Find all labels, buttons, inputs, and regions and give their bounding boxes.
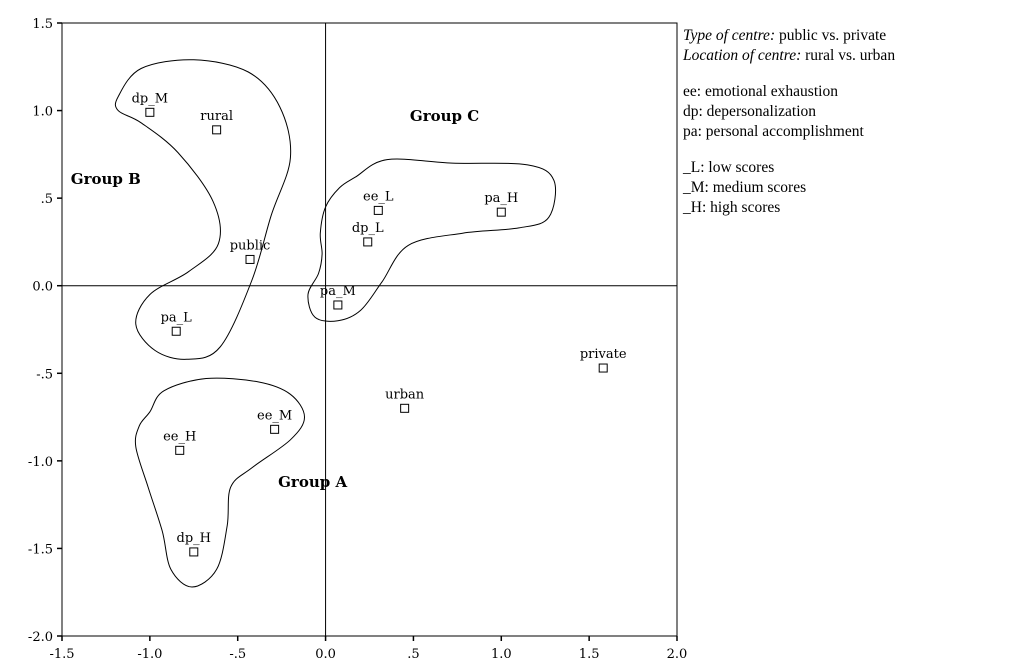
data-point-label: dp_M xyxy=(132,91,168,106)
group-outline xyxy=(307,158,556,322)
x-tick-label: 1.0 xyxy=(491,647,512,662)
group-label: Group A xyxy=(278,473,347,491)
y-tick-label: 0.0 xyxy=(32,280,53,295)
legend-line-high: _H: high scores xyxy=(683,199,781,216)
x-tick-label: -1.5 xyxy=(49,647,74,662)
data-point-label: public xyxy=(230,238,271,253)
data-point xyxy=(400,403,410,413)
data-point xyxy=(175,445,185,455)
group-label: Group C xyxy=(410,107,479,125)
x-tick-label: 2.0 xyxy=(667,647,688,662)
data-point-label: ee_L xyxy=(363,189,394,204)
legend-line-location-of-centre: Location of centre: rural vs. urban xyxy=(683,46,895,66)
y-tick-label: 1.5 xyxy=(32,17,53,32)
group-outline xyxy=(114,59,292,360)
legend-line-ee: ee: emotional exhaustion xyxy=(683,83,838,100)
legend-line-medium: _M: medium scores xyxy=(683,179,807,196)
legend-spacer xyxy=(683,66,895,82)
data-point xyxy=(496,207,506,217)
plot-frame xyxy=(61,22,678,637)
data-point-label: dp_H xyxy=(177,531,211,546)
data-point xyxy=(189,547,199,557)
data-point xyxy=(171,326,181,336)
scatter-plot: -1.5 -1.0 -.5 0.0 .5 1.0 1.5 2.0 1.5 1.0 .5 0.0 -.5 -… xyxy=(28,17,687,662)
data-point-label: pa_M xyxy=(320,284,356,299)
data-point xyxy=(373,205,383,215)
data-point xyxy=(598,363,608,373)
y-tick-label: -1.0 xyxy=(28,455,53,470)
y-tick-label: -2.0 xyxy=(28,630,53,645)
data-point xyxy=(245,254,255,264)
data-point xyxy=(333,300,343,310)
legend-spacer xyxy=(683,142,895,158)
x-tick-label: 1.5 xyxy=(579,647,600,662)
x-tick-label: -.5 xyxy=(229,647,246,662)
x-tick-label: -1.0 xyxy=(137,647,162,662)
legend-key-type-of-centre: Type of centre: xyxy=(683,27,776,44)
legend: Type of centre: public vs. private Locat… xyxy=(683,26,895,218)
data-point-label: rural xyxy=(200,109,233,124)
data-point-label: dp_L xyxy=(352,221,384,236)
legend-line-pa: pa: personal accomplishment xyxy=(683,123,864,140)
data-point xyxy=(145,107,155,117)
data-point xyxy=(270,424,280,434)
legend-line-type-of-centre: Type of centre: public vs. private xyxy=(683,26,895,46)
x-tick-label: .5 xyxy=(407,647,419,662)
data-point-label: pa_H xyxy=(484,191,518,206)
group-outline xyxy=(134,377,306,588)
legend-line-dp: dp: depersonalization xyxy=(683,103,816,120)
data-point xyxy=(363,237,373,247)
data-point-label: ee_M xyxy=(257,408,292,423)
y-tick-label: -1.5 xyxy=(28,542,53,557)
y-tick-label: 1.0 xyxy=(32,105,53,120)
y-tick-label: .5 xyxy=(41,192,53,207)
y-tick-label: -.5 xyxy=(36,367,53,382)
data-point xyxy=(212,125,222,135)
legend-key-location-of-centre: Location of centre: xyxy=(683,47,802,64)
data-point-label: private xyxy=(580,347,627,362)
group-label: Group B xyxy=(71,170,141,188)
data-point-label: urban xyxy=(385,387,425,402)
legend-value-type-of-centre: public vs. private xyxy=(775,27,887,44)
x-tick-label: 0.0 xyxy=(315,647,336,662)
data-point-label: ee_H xyxy=(163,429,196,444)
legend-line-low: _L: low scores xyxy=(683,159,775,176)
data-point-label: pa_L xyxy=(161,310,193,325)
legend-value-location-of-centre: rural vs. urban xyxy=(801,47,896,64)
